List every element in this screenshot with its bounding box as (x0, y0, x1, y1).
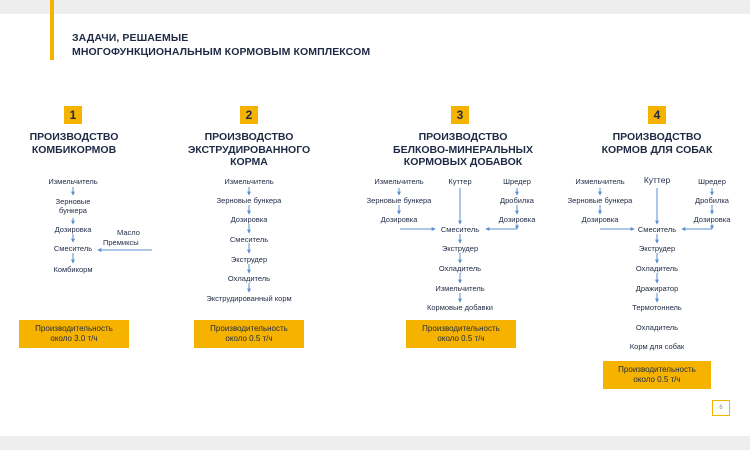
node-dosing: Дозировка (230, 215, 268, 224)
node-grain-bins: Зерновые бункера (56, 197, 91, 215)
node-shredder: Шредер (503, 177, 531, 186)
capacity-line: Производительность (35, 324, 113, 333)
column-title-line: ЭКСТРУДИРОВАННОГО (187, 143, 311, 156)
column-1-title: ПРОИЗВОДСТВО КОМБИКОРМОВ (30, 131, 119, 156)
node-cooler: Охладитель (438, 264, 482, 273)
slide-title-line1: ЗАДАЧИ, РЕШАЕМЫЕ (72, 32, 189, 44)
node-dosing-left: Дозировка (581, 215, 619, 224)
column-2-title: ПРОИЗВОДСТВО ЭКСТРУДИРОВАННОГО КОРМА (188, 131, 310, 169)
node-crusher: Дробилка (500, 196, 534, 205)
capacity-line: Производительность (618, 365, 696, 374)
capacity-line: около 0.5 т/ч (225, 334, 273, 343)
node-extruder: Экструдер (230, 255, 268, 264)
column-title-line: ПРОИЗВОДСТВО (29, 131, 119, 143)
slide-title: ЗАДАЧИ, РЕШАЕМЫЕ МНОГОФУНКЦИОНАЛЬНЫМ КОР… (72, 31, 370, 59)
node-grinder: Измельчитель (224, 177, 274, 186)
node-mixer: Смеситель (440, 225, 480, 234)
column-3-title: ПРОИЗВОДСТВО БЕЛКОВО-МИНЕРАЛЬНЫХ КОРМОВЫ… (393, 131, 533, 169)
node-mixer: Смеситель (53, 244, 93, 253)
column-title-line: ПРОИЗВОДСТВО (418, 131, 508, 143)
node-dosing: Дозировка (54, 225, 92, 234)
capacity-line: Производительность (210, 324, 288, 333)
node-feed-additives: Кормовые добавки (427, 303, 493, 312)
node-oil: Масло (117, 228, 140, 237)
node-grain-bins: Зерновые бункера (366, 196, 432, 205)
node-cooler: Охладитель (635, 264, 679, 273)
column-3-number: 3 (451, 106, 469, 124)
column-3-capacity: Производительность около 0.5 т/ч (406, 320, 516, 348)
node-premix: Премиксы (103, 238, 139, 247)
column-title-line: ПРОИЗВОДСТВО (612, 131, 702, 143)
capacity-line: около 0.5 т/ч (437, 334, 485, 343)
column-title-line: КОМБИКОРМОВ (31, 143, 117, 156)
column-1-capacity: Производительность около 3.0 т/ч (19, 320, 129, 348)
column-2-number: 2 (240, 106, 258, 124)
node-cutter: Куттер (643, 175, 671, 185)
node-cutter: Куттер (448, 177, 472, 186)
column-title-line: ПРОИЗВОДСТВО (204, 131, 294, 143)
node-coater: Дражиратор (635, 284, 679, 293)
node-dosing-right: Дозировка (498, 215, 536, 224)
node-grinder-2: Измельчитель (435, 284, 485, 293)
page-number: 6 (712, 400, 730, 416)
node-line: бункера (59, 206, 87, 215)
capacity-line: около 0.5 т/ч (633, 375, 681, 384)
capacity-line: около 3.0 т/ч (50, 334, 98, 343)
column-title-line: КОРМА (230, 156, 268, 168)
node-grain-bins: Зерновые бункера (567, 196, 633, 205)
node-compound-feed: Комбикорм (53, 265, 93, 274)
column-2-capacity: Производительность около 0.5 т/ч (194, 320, 304, 348)
node-shredder: Шредер (698, 177, 726, 186)
node-cooler-2: Охладитель (635, 323, 679, 332)
node-grain-bins: Зерновые бункера (216, 196, 282, 205)
node-line: Зерновые (55, 197, 91, 206)
slide-title-line2: МНОГОФУНКЦИОНАЛЬНЫМ КОРМОВЫМ КОМПЛЕКСОМ (72, 46, 371, 58)
column-title-line: КОРМОВ ДЛЯ СОБАК (601, 143, 713, 156)
column-1-number: 1 (64, 106, 82, 124)
node-extruder: Экструдер (638, 244, 676, 253)
node-dog-food: Корм для собак (629, 342, 685, 351)
node-grinder: Измельчитель (575, 177, 625, 186)
column-4-capacity: Производительность около 0.5 т/ч (603, 361, 711, 389)
node-dosing-left: Дозировка (380, 215, 418, 224)
column-4-title: ПРОИЗВОДСТВО КОРМОВ ДЛЯ СОБАК (602, 131, 713, 156)
node-extruded-feed: Экструдированный корм (206, 294, 292, 303)
column-title-line: БЕЛКОВО-МИНЕРАЛЬНЫХ (393, 143, 533, 156)
node-grinder: Измельчитель (48, 177, 98, 186)
node-dosing-right: Дозировка (693, 215, 731, 224)
node-crusher: Дробилка (695, 196, 729, 205)
node-thermal-tunnel: Термотоннель (632, 303, 682, 312)
capacity-line: Производительность (422, 324, 500, 333)
column-4-number: 4 (648, 106, 666, 124)
node-cooler: Охладитель (227, 274, 271, 283)
column-title-line: КОРМОВЫХ ДОБАВОК (403, 156, 523, 168)
accent-bar (50, 0, 54, 60)
node-extruder: Экструдер (441, 244, 479, 253)
node-mixer: Смеситель (229, 235, 269, 244)
node-grinder: Измельчитель (374, 177, 424, 186)
node-mixer: Смеситель (637, 225, 677, 234)
